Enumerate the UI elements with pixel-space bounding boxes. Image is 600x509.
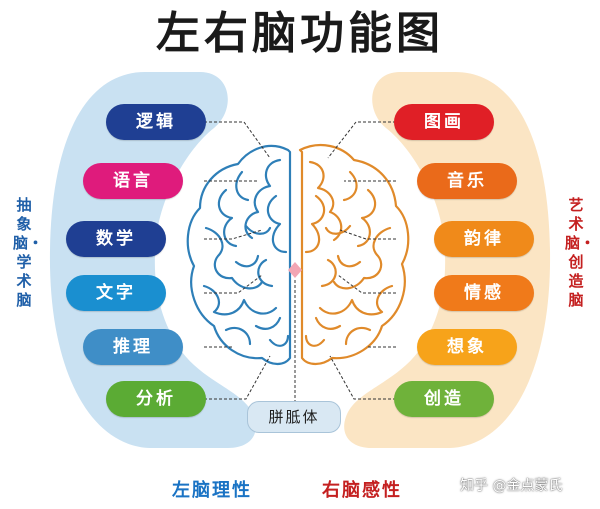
pill-imagination: 想象 [417,329,517,365]
connector-analysis [204,355,271,400]
pill-logic: 逻辑 [106,104,206,140]
pill-reasoning: 推理 [83,329,183,365]
watermark: 知乎 @金点蒙氏 [460,478,563,494]
pill-rhythm: 韵律 [434,221,534,257]
pill-drawing: 图画 [394,104,494,140]
pill-music: 音乐 [417,163,517,199]
connector-creativity [329,355,396,400]
left-hemisphere [186,144,292,366]
right-side-label: 艺术脑・创造脑 [565,196,596,309]
right-hemisphere [298,143,410,366]
connector-drawing [327,121,396,159]
pill-writing: 文字 [66,275,166,311]
left-side-label: 抽象脑・学术脑 [13,196,44,309]
connector-writing [204,274,263,294]
connector-emotion [337,274,396,294]
left-brain-caption: 左脑理性 [172,480,252,501]
right-brain-caption: 右脑感性 [322,480,402,501]
page-title: 左右脑功能图 [156,8,444,59]
pill-emotion: 情感 [434,275,534,311]
connector-math [204,229,263,240]
callosum-marker [288,262,302,278]
connector-rhythm [339,229,396,240]
connector-logic [204,121,271,159]
pill-language: 语言 [83,163,183,199]
pill-analysis: 分析 [106,381,206,417]
pill-math: 数学 [66,221,166,257]
pill-creativity: 创造 [394,381,494,417]
corpus-callosum-label: 胼胝体 [247,401,341,433]
